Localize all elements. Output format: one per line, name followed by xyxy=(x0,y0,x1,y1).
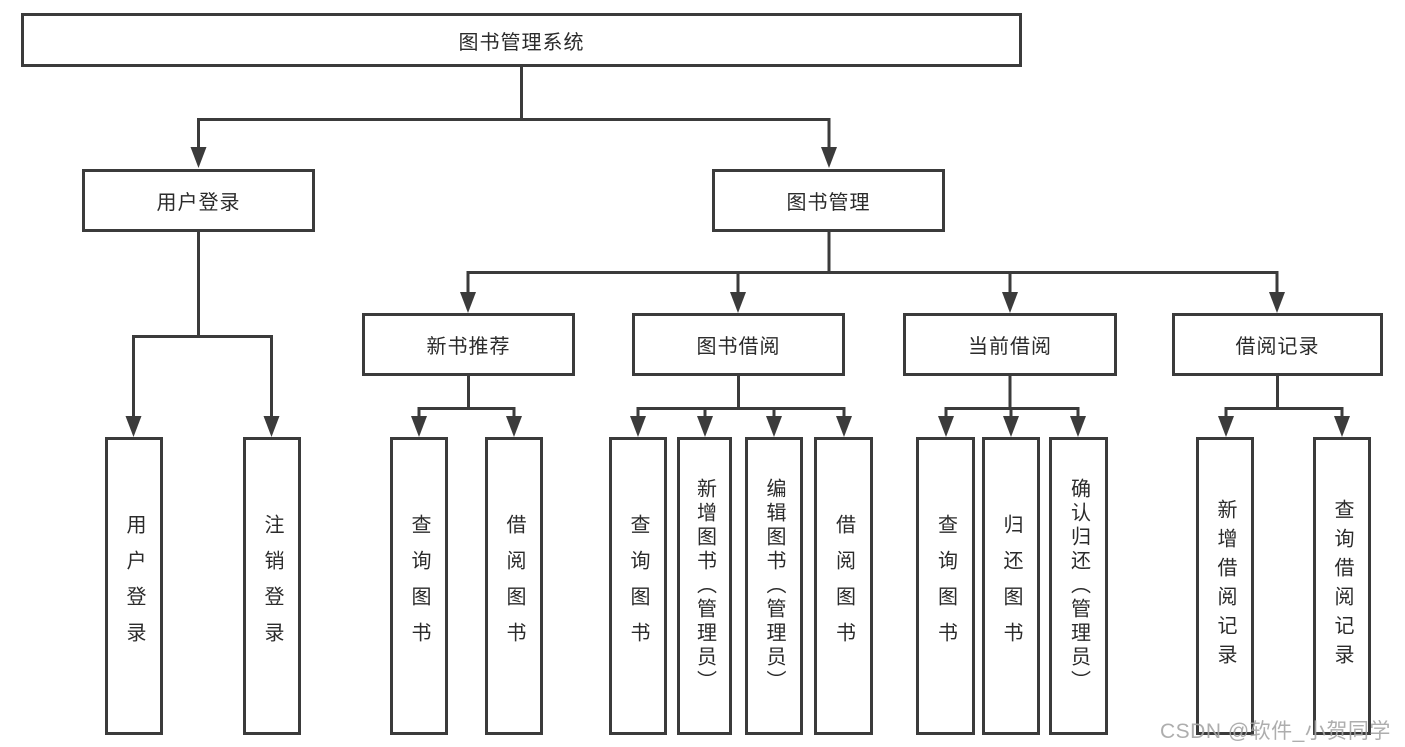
arrow-down-icon xyxy=(460,292,476,313)
arrow-down-icon xyxy=(1003,416,1019,437)
arrow-down-icon xyxy=(630,416,646,437)
node-user-login-leaf: 用户登录 xyxy=(105,437,163,735)
node-new-book-recommend: 新书推荐 xyxy=(362,313,575,376)
connector xyxy=(466,271,1279,296)
arrow-down-icon xyxy=(1070,416,1086,437)
arrow-down-icon xyxy=(1269,292,1285,313)
node-book-borrow: 图书借阅 xyxy=(632,313,845,376)
node-borrow-records: 借阅记录 xyxy=(1172,313,1383,376)
node-query-borrow-record: 查询借阅记录 xyxy=(1313,437,1371,735)
arrow-down-icon xyxy=(821,147,837,168)
node-query-books-3: 查询图书 xyxy=(916,437,975,735)
arrow-down-icon xyxy=(1002,292,1018,313)
node-book-management: 图书管理 xyxy=(712,169,945,232)
connector xyxy=(1224,407,1344,420)
arrow-down-icon xyxy=(411,416,427,437)
node-logout: 注销登录 xyxy=(243,437,301,735)
arrow-down-icon xyxy=(697,416,713,437)
node-return-book: 归还图书 xyxy=(982,437,1040,735)
connector-paths xyxy=(132,66,1344,420)
node-current-borrow: 当前借阅 xyxy=(903,313,1117,376)
arrow-down-icon xyxy=(1334,416,1350,437)
node-borrow-books-2: 借阅图书 xyxy=(814,437,873,735)
node-borrow-books-1: 借阅图书 xyxy=(485,437,543,735)
connector xyxy=(636,407,846,420)
connector xyxy=(197,118,831,151)
arrow-down-icon xyxy=(190,147,207,168)
arrow-down-icon xyxy=(766,416,782,437)
node-library-management-system: 图书管理系统 xyxy=(21,13,1022,67)
node-query-books-1: 查询图书 xyxy=(390,437,448,735)
connector xyxy=(132,335,273,420)
node-add-book-admin: 新增图书（管理员） xyxy=(677,437,732,735)
node-user-login: 用户登录 xyxy=(82,169,315,232)
node-add-borrow-record: 新增借阅记录 xyxy=(1196,437,1254,735)
connector xyxy=(417,407,516,420)
arrowheads xyxy=(125,147,1350,437)
arrow-down-icon xyxy=(836,416,852,437)
arrow-down-icon xyxy=(730,292,746,313)
node-edit-book-admin: 编辑图书（管理员） xyxy=(745,437,803,735)
arrow-down-icon xyxy=(125,416,142,437)
arrow-down-icon xyxy=(263,416,280,437)
node-confirm-return-admin: 确认归还（管理员） xyxy=(1049,437,1108,735)
arrow-down-icon xyxy=(1218,416,1234,437)
arrow-down-icon xyxy=(938,416,954,437)
arrow-down-icon xyxy=(506,416,522,437)
csdn-watermark: CSDN @软件_小贺同学 xyxy=(1160,720,1391,743)
node-query-books-2: 查询图书 xyxy=(609,437,667,735)
